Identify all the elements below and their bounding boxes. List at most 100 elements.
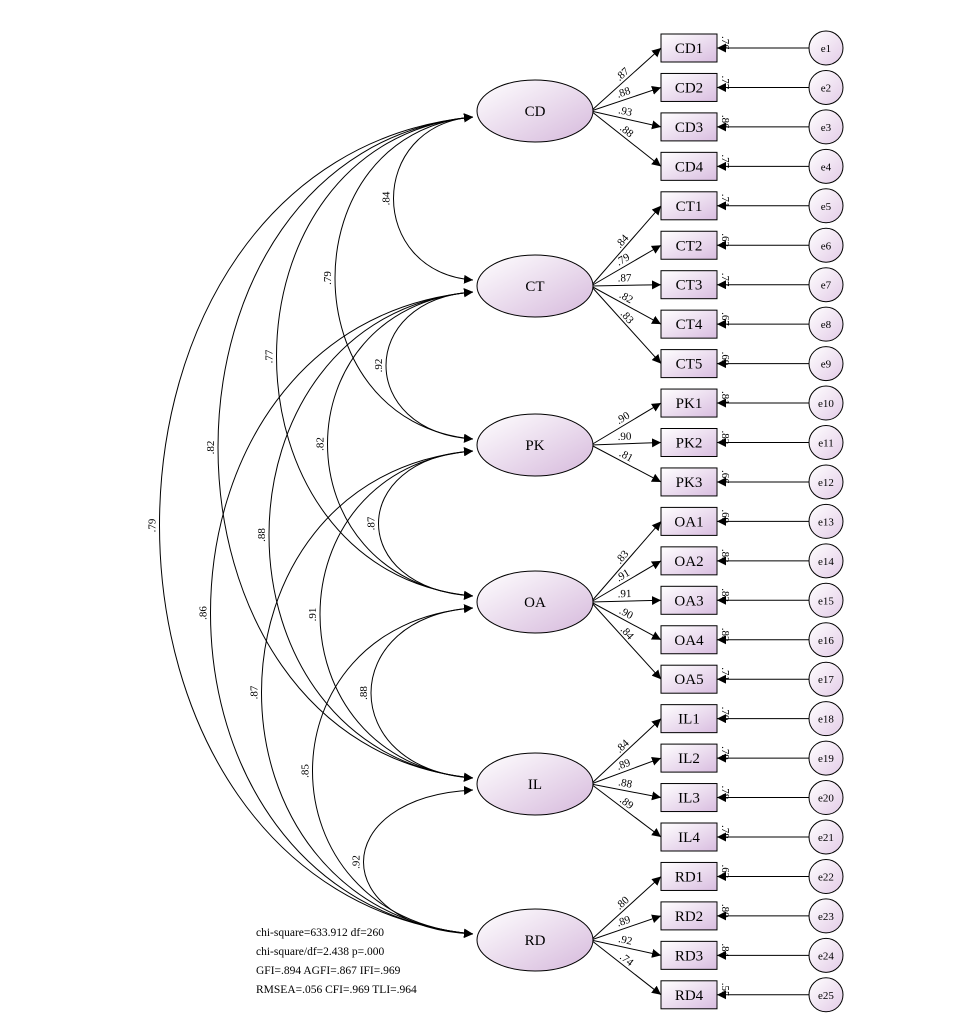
fit-line-1: chi-square=633.912 df=260 (256, 927, 384, 939)
loading-arrow (590, 876, 662, 941)
loading-label: .83 (618, 308, 636, 327)
error-label: e7 (821, 280, 832, 292)
indicator-box (660, 743, 718, 773)
correlation-arc (363, 785, 474, 939)
error-circle (808, 148, 844, 184)
latent-ellipse (476, 254, 594, 318)
error-circle (808, 543, 844, 579)
loading-label: .90 (617, 605, 635, 622)
correlation-arc (378, 447, 474, 600)
correlation-arc (217, 113, 474, 782)
correlation-arc (159, 113, 474, 938)
loading-arrow (590, 444, 662, 483)
indicator-label: PK1 (676, 396, 703, 412)
fit-line-2: chi-square/df=2.438 p=.000 (256, 946, 385, 958)
indicator-box (660, 112, 718, 142)
loading-label: .88 (615, 85, 632, 101)
error-label: e23 (818, 911, 834, 923)
loading-label: .80 (613, 894, 632, 912)
indicator-label: CT2 (676, 238, 703, 254)
error-circle (808, 780, 844, 816)
correlation-label: .87 (366, 516, 378, 530)
indicator-label: OA5 (674, 672, 703, 688)
error-label: e5 (821, 201, 832, 213)
indicator-box (660, 72, 718, 102)
error-label: e24 (818, 950, 834, 962)
indicator-label: CT3 (676, 278, 703, 294)
loading-label: .79 (614, 251, 632, 269)
loading-arrow (590, 285, 662, 364)
loading-arrow (590, 438, 662, 448)
correlation-arc (261, 447, 474, 938)
error-label: e11 (818, 438, 833, 450)
correlation-label: .82 (315, 437, 327, 451)
correlation-label: .79 (147, 518, 159, 532)
indicator-label: RD1 (675, 869, 703, 885)
loading-label: .84 (618, 624, 636, 643)
error-label: e3 (821, 122, 832, 134)
indicator-label: RD2 (675, 909, 703, 925)
loading-arrow (590, 596, 662, 606)
indicator-box (660, 467, 718, 497)
error-circle (808, 69, 844, 105)
indicator-label: CD1 (675, 41, 703, 57)
indicator-box (660, 428, 718, 457)
loading-arrow (590, 783, 662, 838)
latent-label: OA (524, 595, 546, 611)
error-label: e15 (818, 595, 834, 607)
indicator-label: CD4 (675, 159, 704, 175)
loading-arrow (590, 601, 662, 680)
error-label: e12 (818, 477, 834, 489)
latent-label: IL (528, 777, 542, 793)
indicator-label: RD3 (675, 948, 703, 964)
loading-arrow (590, 86, 662, 112)
error-circle (808, 425, 844, 460)
loading-label: .89 (617, 794, 636, 812)
correlation-arc (319, 447, 474, 782)
loading-paths: .87.88.93.88.84.79.87.82.83.90.90.81.83.… (590, 47, 662, 996)
loading-arrow (590, 285, 662, 325)
loading-arrow (590, 110, 662, 167)
indicator-box (660, 309, 718, 339)
indicator-box (660, 585, 718, 615)
error-circle (808, 464, 844, 500)
error-label: e17 (818, 674, 834, 686)
loading-arrow (590, 939, 662, 996)
indicator-label: IL1 (678, 712, 700, 728)
loading-arrow (590, 244, 662, 287)
loading-label: .88 (617, 776, 633, 790)
indicator-box (660, 625, 718, 655)
indicator-box (660, 506, 718, 536)
error-label: e6 (821, 240, 832, 252)
indicator-label: CT1 (676, 199, 703, 215)
latent-label: PK (525, 438, 544, 454)
error-circle (808, 109, 844, 145)
indicator-label: OA2 (674, 554, 703, 570)
loading-arrow (590, 205, 662, 287)
indicator-box (660, 940, 718, 970)
correlation-arc (276, 113, 474, 600)
loading-arrow (590, 601, 662, 641)
error-circle (808, 188, 844, 224)
indicator-box (660, 901, 718, 931)
loading-label: .74 (617, 951, 636, 969)
error-label: e16 (818, 635, 834, 647)
error-label: e2 (821, 82, 831, 94)
latent-ellipse (476, 79, 594, 143)
indicator-box (660, 151, 718, 181)
correlation-label: .79 (322, 271, 334, 285)
error-circle (808, 701, 844, 737)
loading-arrow (590, 914, 662, 941)
error-circle (808, 346, 844, 382)
loading-label: .87 (613, 65, 632, 83)
loading-label: .91 (614, 567, 632, 584)
indicator-label: IL4 (678, 830, 700, 846)
error-circle (808, 740, 844, 776)
loading-label: .91 (618, 588, 632, 600)
loading-arrow (590, 280, 662, 290)
latent-ellipse (476, 752, 594, 816)
indicator-box (660, 191, 718, 221)
error-circle (808, 385, 844, 421)
